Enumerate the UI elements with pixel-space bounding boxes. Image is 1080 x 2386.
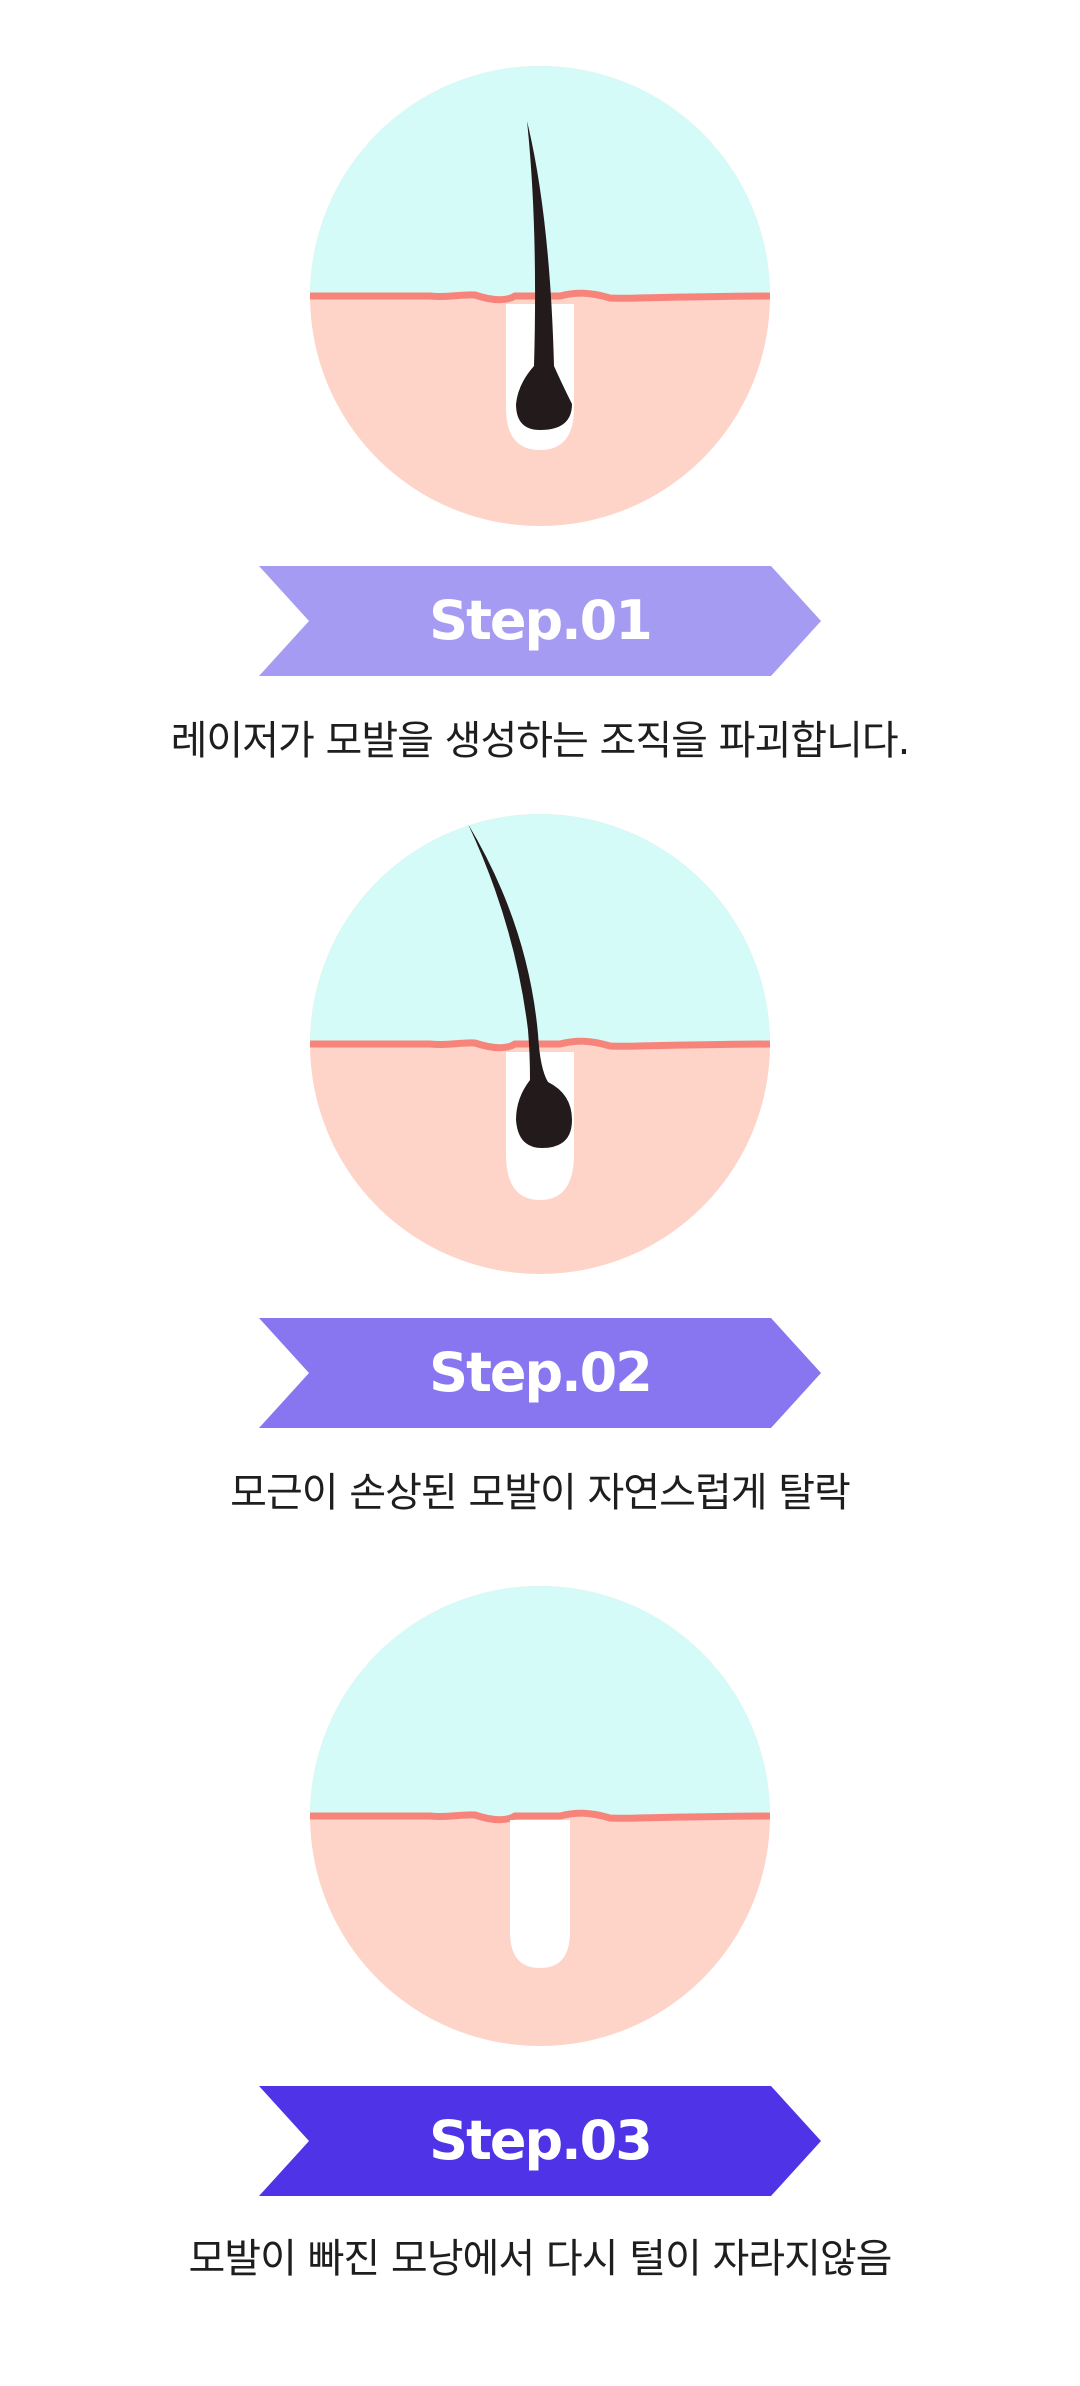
hair-follicle-illustration-step3 bbox=[310, 1586, 770, 2046]
skin-surface-line bbox=[310, 289, 770, 304]
skin-surface-line bbox=[310, 1809, 770, 1824]
hair-follicle-illustration-step1 bbox=[310, 66, 770, 526]
hair-strand bbox=[516, 121, 572, 430]
step-banner-1: Step.01 bbox=[259, 566, 821, 676]
step-description: 레이저가 모발을 생성하는 조직을 파괴합니다. bbox=[170, 718, 911, 764]
step-banner-3: Step.03 bbox=[259, 2086, 821, 2196]
step-label: Step.03 bbox=[429, 2109, 653, 2172]
air-layer bbox=[310, 814, 770, 1045]
step-banner-2: Step.02 bbox=[259, 1318, 821, 1428]
hair-strand bbox=[468, 824, 572, 1148]
hair-follicle-illustration-step2 bbox=[310, 814, 770, 1274]
empty-follicle bbox=[510, 1820, 570, 1968]
step-label: Step.02 bbox=[429, 1341, 653, 1404]
banner-shape bbox=[259, 1318, 821, 1428]
banner-shape bbox=[259, 566, 821, 676]
step-description: 모발이 빠진 모낭에서 다시 털이 자라지않음 bbox=[188, 2236, 893, 2282]
air-layer bbox=[310, 1586, 770, 1817]
step-description: 모근이 손상된 모발이 자연스럽게 탈락 bbox=[230, 1470, 851, 1516]
step-label: Step.01 bbox=[429, 589, 653, 652]
skin-surface-line bbox=[310, 1037, 770, 1052]
banner-shape bbox=[259, 2086, 821, 2196]
